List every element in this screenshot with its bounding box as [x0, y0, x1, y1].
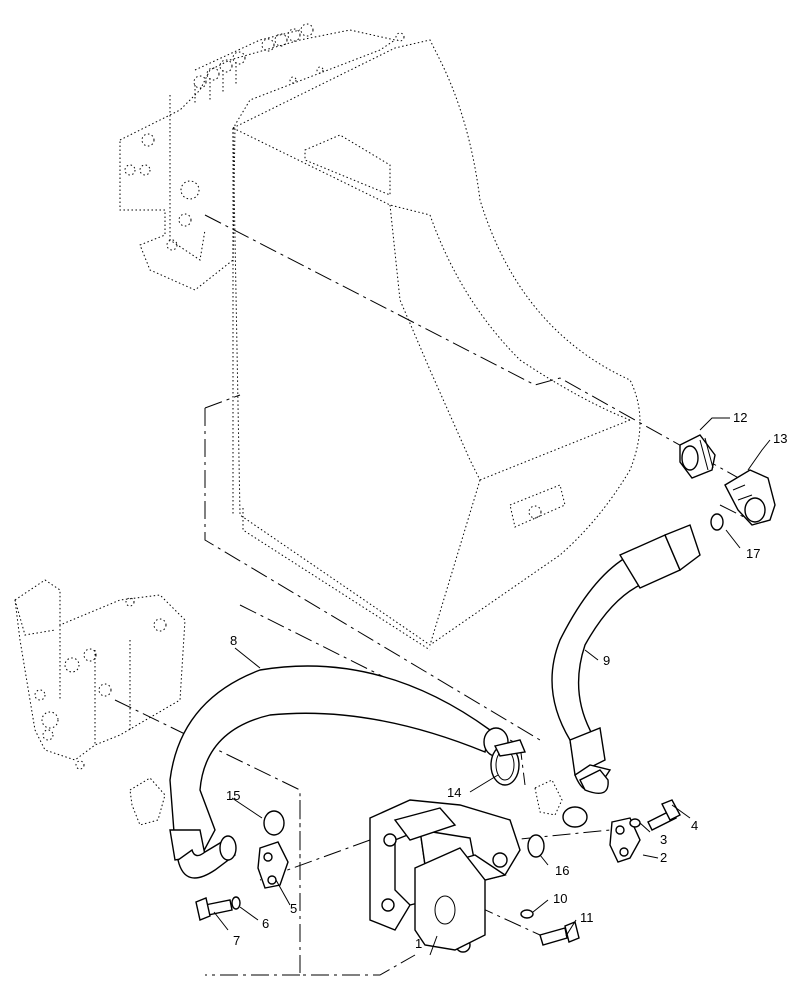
callout-7: 7 [233, 933, 240, 948]
callout-13: 13 [773, 431, 787, 446]
split-flange-5 [257, 841, 289, 889]
callout-leaders [213, 417, 771, 956]
bolt-11 [539, 921, 580, 946]
gear-pump [369, 799, 521, 953]
callout-15: 15 [226, 788, 240, 803]
valve-fittings-row-1 [193, 51, 246, 105]
callout-12: 12 [733, 410, 747, 425]
washer-6 [231, 896, 241, 910]
split-flange-2 [609, 817, 641, 863]
o-ring-16 [527, 834, 545, 858]
callout-11: 11 [580, 910, 594, 925]
o-ring-17 [710, 513, 724, 531]
callout-1: 1 [415, 936, 422, 951]
bolt-4 [647, 799, 681, 831]
valve-fittings-row-2 [261, 23, 314, 52]
valve-bracket [119, 23, 405, 291]
washer-3 [629, 818, 641, 828]
o-ring-15 [263, 810, 285, 836]
hose-end [562, 806, 588, 828]
callout-2: 2 [660, 850, 667, 865]
split-flange-reference [129, 777, 563, 826]
callout-9: 9 [603, 653, 610, 668]
callout-14: 14 [447, 785, 461, 800]
callout-16: 16 [555, 863, 569, 878]
callout-5: 5 [290, 901, 297, 916]
washer-10 [520, 909, 534, 919]
callout-8: 8 [230, 633, 237, 648]
callout-4: 4 [691, 818, 698, 833]
callout-3: 3 [660, 832, 667, 847]
bolt-7 [195, 897, 233, 921]
pressure-hose [551, 524, 701, 828]
hydraulic-tank [232, 39, 641, 651]
callout-17: 17 [746, 546, 760, 561]
control-valve [14, 579, 186, 770]
callout-6: 6 [262, 916, 269, 931]
hose-clamp [490, 739, 526, 786]
elbow-fitting [724, 469, 776, 526]
callout-10: 10 [553, 891, 567, 906]
adapter-fitting [679, 434, 716, 479]
